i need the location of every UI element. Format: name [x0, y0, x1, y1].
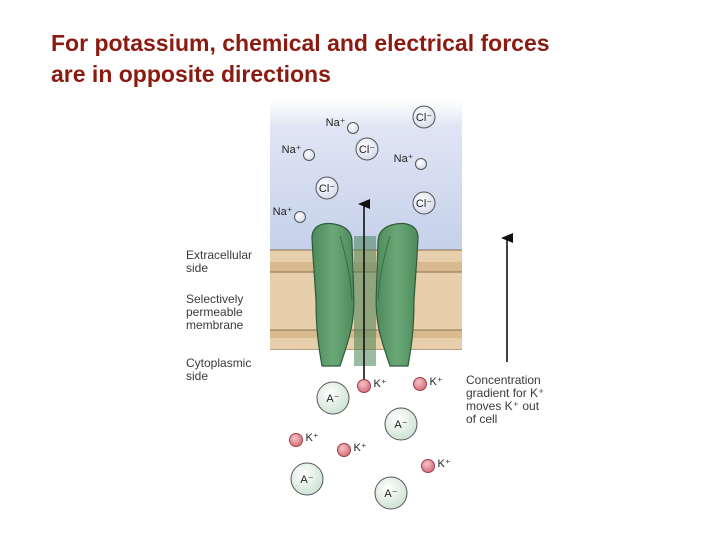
cl-ion-label: Cl⁻	[319, 183, 335, 195]
gradient-label-line-1: Concentration	[466, 373, 541, 387]
ion-layer: Na⁺ Cl⁻ Na⁺ Cl⁻ Na⁺ Cl⁻ Cl⁻ Na⁺ A⁻ K⁺ K⁺ A⁻ K⁺ K⁺ A⁻ K⁺…	[273, 105, 451, 510]
k-ion-label: K⁺	[354, 442, 367, 454]
k-ion-circle	[421, 459, 435, 473]
a-ion: A⁻	[384, 407, 418, 441]
na-ion-label: Na⁺	[282, 144, 302, 156]
k-ion: K⁺	[421, 458, 451, 473]
k-ion: K⁺	[357, 378, 387, 393]
k-ion-label: K⁺	[306, 432, 319, 444]
na-ion-circle	[294, 211, 306, 223]
channel-pore	[354, 236, 376, 366]
k-ion-label: K⁺	[430, 376, 443, 388]
a-ion-label: A⁻	[326, 393, 339, 405]
na-ion-label: Na⁺	[394, 153, 414, 165]
a-ion: A⁻	[290, 462, 324, 496]
cl-ion-label: Cl⁻	[359, 144, 375, 156]
cl-ion-circle	[412, 191, 436, 215]
a-ion-circle	[316, 381, 350, 415]
k-ion: K⁺	[413, 376, 443, 391]
na-ion: Na⁺	[326, 117, 359, 134]
na-ion: Na⁺	[394, 153, 427, 170]
a-ion-label: A⁻	[384, 488, 397, 500]
cl-ion-label: Cl⁻	[416, 112, 432, 124]
channel-inner-left	[339, 235, 353, 301]
membrane-label-line-2: permeable	[186, 305, 243, 319]
a-ion: A⁻	[374, 476, 408, 510]
membrane-label-line-1: Selectively	[186, 292, 244, 306]
a-ion-circle	[290, 462, 324, 496]
k-ion: K⁺	[289, 432, 319, 447]
k-ion-circle	[413, 377, 427, 391]
channel-left-subunit	[311, 222, 355, 367]
na-ion-circle	[303, 149, 315, 161]
title-line-2: are in opposite directions	[51, 61, 331, 87]
na-ion-circle	[347, 122, 359, 134]
k-ion-circle	[337, 443, 351, 457]
membrane-label-line-3: membrane	[186, 318, 244, 332]
a-ion-circle	[374, 476, 408, 510]
a-ion-label: A⁻	[394, 419, 407, 431]
extracellular-label: Extracellular side	[186, 249, 252, 275]
na-ion: Na⁺	[282, 144, 315, 161]
channel-inner-right	[377, 235, 391, 301]
na-ion-circle	[415, 158, 427, 170]
extracellular-label-line-2: side	[186, 261, 209, 275]
k-ion-circle	[357, 379, 371, 393]
a-ion-circle	[384, 407, 418, 441]
cytoplasmic-label-line-2: side	[186, 369, 209, 383]
cl-ion-circle	[412, 105, 436, 129]
gradient-label-line-2: gradient for K⁺	[466, 386, 545, 400]
cl-ion: Cl⁻	[355, 137, 379, 161]
a-ion-label: A⁻	[300, 474, 313, 486]
na-ion: Na⁺	[273, 206, 306, 223]
membrane-label: Selectively permeable membrane	[186, 293, 243, 332]
gradient-label-line-4: of cell	[466, 412, 498, 426]
cl-ion-circle	[355, 137, 379, 161]
cl-ion: Cl⁻	[315, 176, 339, 200]
gradient-label: Concentration gradient for K⁺ moves K⁺ o…	[466, 374, 544, 426]
gradient-label-line-3: moves K⁺ out	[466, 399, 540, 413]
a-ion: A⁻	[316, 381, 350, 415]
title-line-1: For potassium, chemical and electrical f…	[51, 30, 550, 56]
cytoplasmic-label-line-1: Cytoplasmic	[186, 356, 252, 370]
k-ion-circle	[289, 433, 303, 447]
slide-title: For potassium, chemical and electrical f…	[51, 28, 691, 90]
na-ion-label: Na⁺	[273, 206, 293, 218]
cl-ion: Cl⁻	[412, 191, 436, 215]
k-ion-label: K⁺	[438, 458, 451, 470]
extracellular-label-line-1: Extracellular	[186, 248, 253, 262]
cl-ion-circle	[315, 176, 339, 200]
na-ion-label: Na⁺	[326, 117, 346, 129]
k-ion: K⁺	[337, 442, 367, 457]
cl-ion: Cl⁻	[412, 105, 436, 129]
k-ion-label: K⁺	[374, 378, 387, 390]
cytoplasmic-label: Cytoplasmic side	[186, 357, 251, 383]
cl-ion-label: Cl⁻	[416, 198, 432, 210]
channel-right-subunit	[375, 222, 419, 367]
ion-channel	[311, 222, 419, 367]
